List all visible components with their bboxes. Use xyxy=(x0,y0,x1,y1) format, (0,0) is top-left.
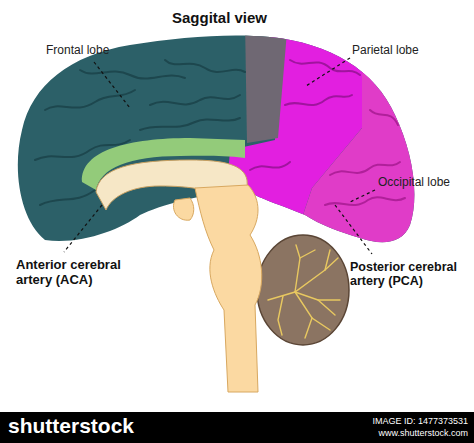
artery-label: Anterior cerebral artery (ACA) xyxy=(16,258,142,288)
brainstem xyxy=(195,185,262,392)
leader-line xyxy=(306,58,350,86)
lobe-label: Frontal lobe xyxy=(46,44,109,58)
leader-line xyxy=(94,62,130,108)
arbor-vitae xyxy=(268,245,340,338)
leader-lines xyxy=(64,58,375,254)
hypothalamus xyxy=(173,198,193,220)
occipital-gyri xyxy=(325,110,405,205)
leader-line xyxy=(335,205,372,254)
parietal-gyri xyxy=(250,60,360,170)
diagram-title: Saggital view xyxy=(172,9,267,26)
watermark-logo: shutterstock xyxy=(8,414,134,438)
cerebellum xyxy=(257,235,349,345)
image-id: IMAGE ID: 1477373531 xyxy=(372,416,468,426)
watermark-url: www.shutterstock.com xyxy=(378,428,468,438)
leader-line xyxy=(350,190,375,202)
artery-label: Posterior cerebral artery (PCA) xyxy=(350,260,470,289)
leader-line xyxy=(64,205,102,252)
lobe-label: Parietal lobe xyxy=(352,44,419,58)
watermark-bar xyxy=(0,412,474,443)
lobe-label: Occipital lobe xyxy=(378,176,450,190)
central-region xyxy=(245,20,288,143)
